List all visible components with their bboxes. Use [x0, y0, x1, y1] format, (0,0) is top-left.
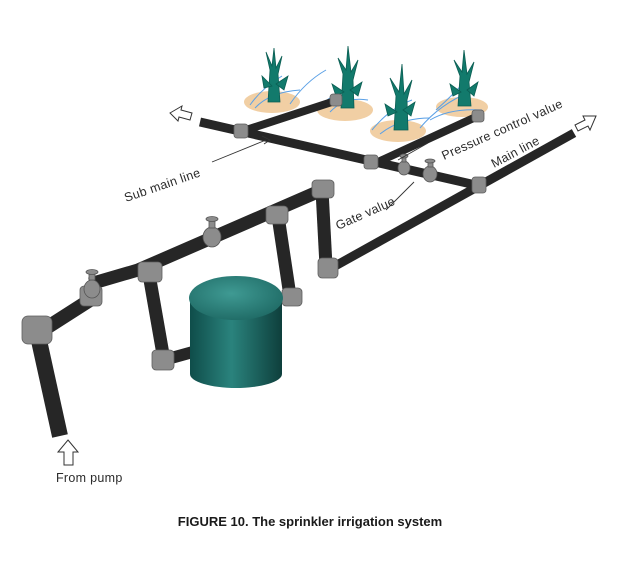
pipe-fitting [265, 205, 289, 225]
leader-lines [211, 135, 429, 211]
arrow-icon [169, 104, 193, 122]
valve-icon [202, 216, 222, 248]
pipe-fitting [471, 176, 487, 194]
pipe-fitting [21, 315, 53, 345]
pipe-fitting [281, 287, 303, 307]
from-pump-label: From pump [56, 471, 123, 485]
pipe-fitting [233, 123, 249, 139]
pipe-fitting [363, 154, 379, 170]
pipe-fitting [471, 109, 485, 123]
plant-icon [261, 47, 289, 103]
bypass-pipe [271, 215, 297, 297]
plant-icon [331, 45, 363, 109]
tank-icon [189, 276, 283, 388]
valve-icon [397, 153, 411, 176]
valve-icon [83, 269, 101, 299]
bypass-pipe [143, 278, 171, 362]
valve-icon [422, 158, 438, 183]
lateral-pipe [238, 96, 340, 136]
pipe-fitting [311, 179, 335, 199]
arrow-icon [574, 115, 597, 132]
flow-arrows [56, 104, 597, 466]
gate-value-label: Gate value [334, 194, 398, 233]
plant-icon [384, 63, 416, 131]
plant-icon [449, 49, 479, 107]
pipes [30, 96, 577, 438]
figure-caption: FIGURE 10. The sprinkler irrigation syst… [177, 514, 443, 529]
sub-main-line-label: Sub main line [122, 166, 202, 205]
riser-pipe [315, 189, 333, 267]
main-line-pipe [325, 129, 577, 274]
soil-patch [370, 120, 426, 142]
fittings [21, 93, 487, 371]
pipe-fitting [137, 261, 163, 283]
plants [261, 45, 479, 131]
lateral-pipe [376, 112, 480, 166]
arrow-icon [56, 439, 80, 466]
pipe-fitting [329, 93, 343, 107]
pump-riser-pipe [30, 334, 68, 438]
pipe-fitting [151, 349, 175, 371]
pipe-fitting [317, 257, 339, 279]
valves [83, 153, 438, 299]
